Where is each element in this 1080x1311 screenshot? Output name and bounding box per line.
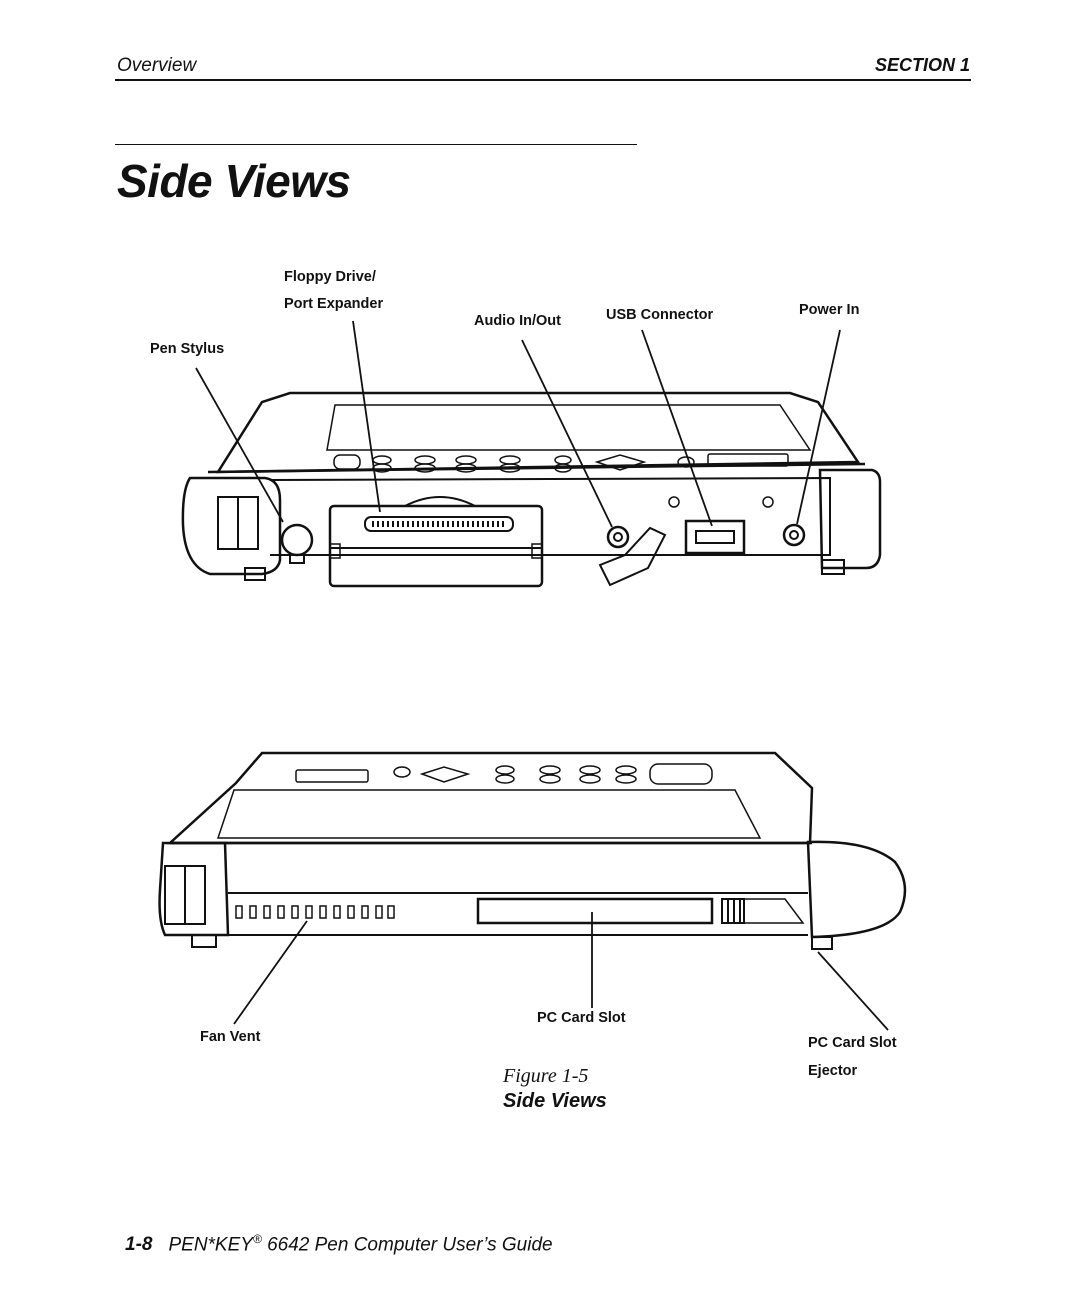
label-pen-stylus: Pen Stylus: [150, 341, 225, 357]
section-number: SECTION 1: [874, 55, 970, 75]
title-rule: [115, 144, 637, 145]
label-audio: Audio In/Out: [474, 313, 561, 329]
section-name: Overview: [117, 55, 197, 76]
device-top-side-view: [181, 391, 882, 588]
label-power: Power In: [799, 302, 860, 318]
label-fan-vent: Fan Vent: [200, 1029, 261, 1045]
page-title: Side Views: [117, 155, 351, 207]
leader-lines-top: [195, 320, 841, 528]
registered-mark: ®: [252, 1232, 262, 1246]
page-number: 1-8: [125, 1234, 153, 1256]
product-name: PEN*KEY: [168, 1234, 253, 1256]
page-footer: 1-8 PEN*KEY® 6642 Pen Computer User’s Gui…: [125, 1232, 553, 1256]
label-pc-card-slot: PC Card Slot: [537, 1010, 626, 1026]
leader-lines-bottom: [233, 912, 889, 1031]
label-floppy-line2: Port Expander: [284, 296, 384, 312]
guide-title: 6642 Pen Computer User’s Guide: [267, 1234, 553, 1256]
label-ejector-line1: PC Card Slot: [808, 1035, 897, 1051]
label-usb: USB Connector: [606, 307, 714, 323]
figure-caption: Side Views: [503, 1090, 607, 1112]
header-rule: [115, 79, 971, 81]
device-bottom-side-view: [158, 751, 907, 950]
figure-number: Figure 1-5: [503, 1065, 589, 1087]
label-ejector-line2: Ejector: [808, 1063, 858, 1079]
label-floppy-line1: Floppy Drive/: [284, 269, 376, 285]
